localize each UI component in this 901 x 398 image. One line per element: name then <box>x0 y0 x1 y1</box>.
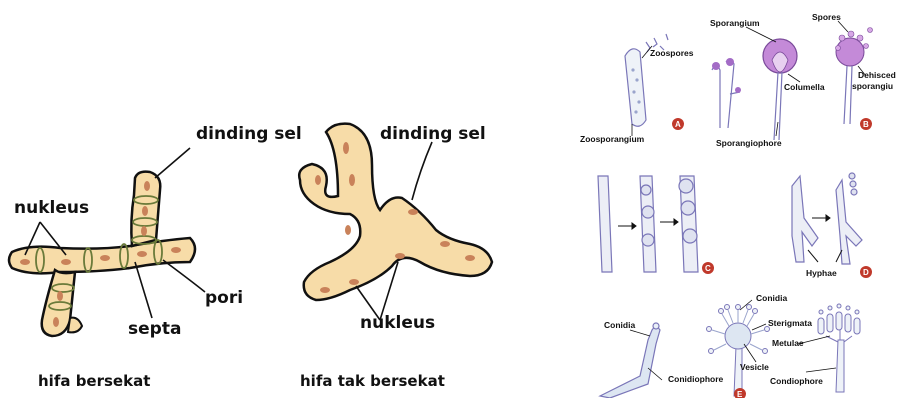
label-septa: septa <box>128 319 181 339</box>
badge-a: A <box>672 118 684 130</box>
label-zoospores: Zoospores <box>650 48 694 58</box>
svg-text:E: E <box>737 390 743 398</box>
badge-b: B <box>860 118 872 130</box>
label-sporangiophore: Sporangiophore <box>716 138 782 148</box>
label-dehisced: Dehisced <box>858 70 896 80</box>
panel-e-penicillus <box>818 304 860 392</box>
label-conidia-1: Conidia <box>604 320 635 330</box>
svg-text:D: D <box>863 268 869 277</box>
panel-c <box>598 176 698 272</box>
label-sporangium-truncated: sporangiu <box>852 81 893 91</box>
label-conidia-2: Conidia <box>756 293 787 303</box>
label-hyphae: Hyphae <box>806 268 837 278</box>
label-sporangium: Sporangium <box>710 18 760 28</box>
label-conidiophore-1: Conidiophore <box>668 374 724 384</box>
svg-text:B: B <box>863 120 869 129</box>
caption-hifa-tak-bersekat: hifa tak bersekat <box>300 372 445 390</box>
label-zoosporangium: Zoosporangium <box>580 134 645 144</box>
label-vesicle: Vesicle <box>740 362 769 372</box>
label-dinding-sel-1: dinding sel <box>196 124 302 144</box>
label-nukleus-2: nukleus <box>360 313 435 333</box>
label-nukleus-1: nukleus <box>14 198 89 218</box>
label-sterigmata: Sterigmata <box>768 318 812 328</box>
panel-e-conidiophore <box>600 323 660 398</box>
coenocytic-hypha <box>299 124 492 320</box>
label-columella: Columella <box>784 82 825 92</box>
label-pori: pori <box>205 288 243 308</box>
label-spores: Spores <box>812 12 841 22</box>
svg-text:A: A <box>675 120 681 129</box>
badge-d: D <box>860 266 872 278</box>
caption-hifa-bersekat: hifa bersekat <box>38 372 150 390</box>
badge-c: C <box>702 262 714 274</box>
septate-hypha <box>9 148 205 336</box>
label-metulae: Metulae <box>772 338 804 348</box>
label-condiophore: Condiophore <box>770 376 823 386</box>
label-dinding-sel-2: dinding sel <box>380 124 486 144</box>
svg-text:C: C <box>705 264 711 273</box>
